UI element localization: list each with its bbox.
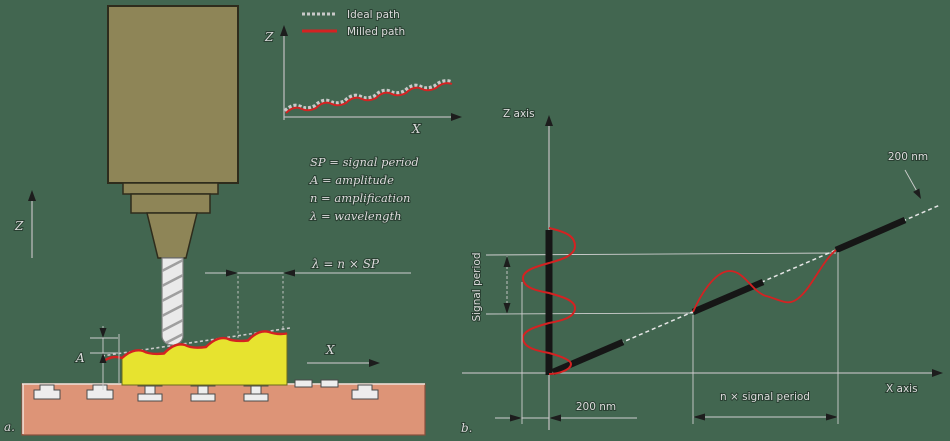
offset-bottom-dimension: 200 nm — [495, 282, 637, 424]
scale-segment — [551, 339, 625, 375]
arrowhead — [913, 188, 921, 199]
workpiece-block — [121, 330, 288, 386]
workpiece — [101, 327, 291, 386]
panel-b: Z axis X axis Signal period — [460, 107, 943, 436]
inset-z-arrowhead — [280, 25, 288, 36]
t-slot — [86, 384, 114, 400]
x-axis-arrowhead-b — [932, 369, 943, 377]
milling-machine — [107, 5, 239, 346]
wavelength-dimension: λ = n × SP — [205, 256, 411, 338]
clamp-cap — [294, 379, 313, 388]
panel-b-label: b. — [461, 421, 473, 435]
inset-ideal-path — [283, 79, 452, 113]
x-axis-label-a: X — [325, 343, 335, 357]
offset-top-label: 200 nm — [888, 151, 928, 163]
tool-holder-taper — [146, 212, 198, 259]
n-signal-period-dimension: n × signal period — [692, 252, 839, 424]
definition-n: n = amplification — [310, 191, 410, 205]
arrowhead — [283, 269, 295, 277]
definitions-block: SP = signal period A = amplitude n = amp… — [308, 154, 420, 224]
inset-z-label: Z — [264, 30, 274, 44]
inset-milled-path — [285, 82, 453, 114]
definition-a: A = amplitude — [309, 173, 394, 187]
ideal-path-legend-label: Ideal path — [347, 9, 400, 21]
incline-signal-wave — [692, 249, 837, 313]
vertical-signal-wave — [521, 227, 577, 375]
arrowhead — [226, 269, 238, 277]
t-slot — [33, 384, 61, 400]
offset-top-callout: 200 nm — [887, 150, 929, 199]
n-signal-period-label: n × signal period — [720, 391, 810, 403]
arrowhead — [503, 256, 511, 267]
machine-table — [21, 378, 426, 436]
spindle-flange — [122, 182, 219, 195]
spindle-body — [107, 5, 239, 184]
x-axis-arrowhead-a — [369, 359, 380, 367]
z-axis-arrow-a: Z — [13, 190, 36, 258]
ideal-path-line — [101, 327, 291, 357]
arrowhead — [99, 353, 107, 363]
signal-period-label: Signal period — [471, 252, 483, 321]
arrowhead — [826, 413, 838, 421]
definition-lambda: λ = wavelength — [309, 209, 402, 223]
z-axis-label-b: Z axis — [503, 108, 535, 120]
arrowhead — [693, 413, 705, 421]
arrowhead — [99, 328, 107, 338]
scale-segment — [691, 279, 765, 315]
offset-bottom-label: 200 nm — [576, 401, 616, 413]
z-axis-arrowhead-a — [28, 190, 36, 201]
signal-period-dimension: Signal period — [470, 251, 511, 323]
scale-segment — [834, 217, 907, 253]
definition-sp: SP = signal period — [310, 155, 419, 169]
inset-x-label: X — [411, 122, 421, 136]
period-reference-line-lower — [485, 312, 694, 315]
x-axis-label-b: X axis — [886, 383, 918, 395]
legend: Ideal path Milled path — [302, 8, 406, 39]
t-slot — [351, 384, 379, 400]
amplitude-dimension: A — [74, 326, 120, 390]
inset-x-arrowhead — [451, 113, 462, 121]
milled-path-legend-label: Milled path — [347, 26, 405, 38]
arrowhead — [549, 414, 561, 422]
z-axis-arrowhead-b — [545, 115, 553, 126]
panel-a: Z — [3, 5, 426, 436]
arrowhead — [503, 303, 511, 314]
inset-chart: Z X — [263, 25, 462, 137]
x-axis-arrow-a: X — [307, 342, 380, 367]
panel-a-label: a. — [4, 420, 15, 434]
clamp-cap — [320, 379, 339, 388]
callout-line — [904, 169, 917, 191]
z-axis-label-a: Z — [14, 219, 24, 233]
period-reference-line-upper — [485, 252, 837, 256]
arrowhead — [510, 414, 522, 422]
milled-path-line — [103, 330, 288, 362]
scale-segments — [551, 217, 907, 375]
wavelength-formula-label: λ = n × SP — [311, 257, 380, 271]
spindle-neck — [130, 193, 211, 214]
amplitude-label: A — [75, 351, 85, 365]
end-mill — [161, 257, 184, 346]
